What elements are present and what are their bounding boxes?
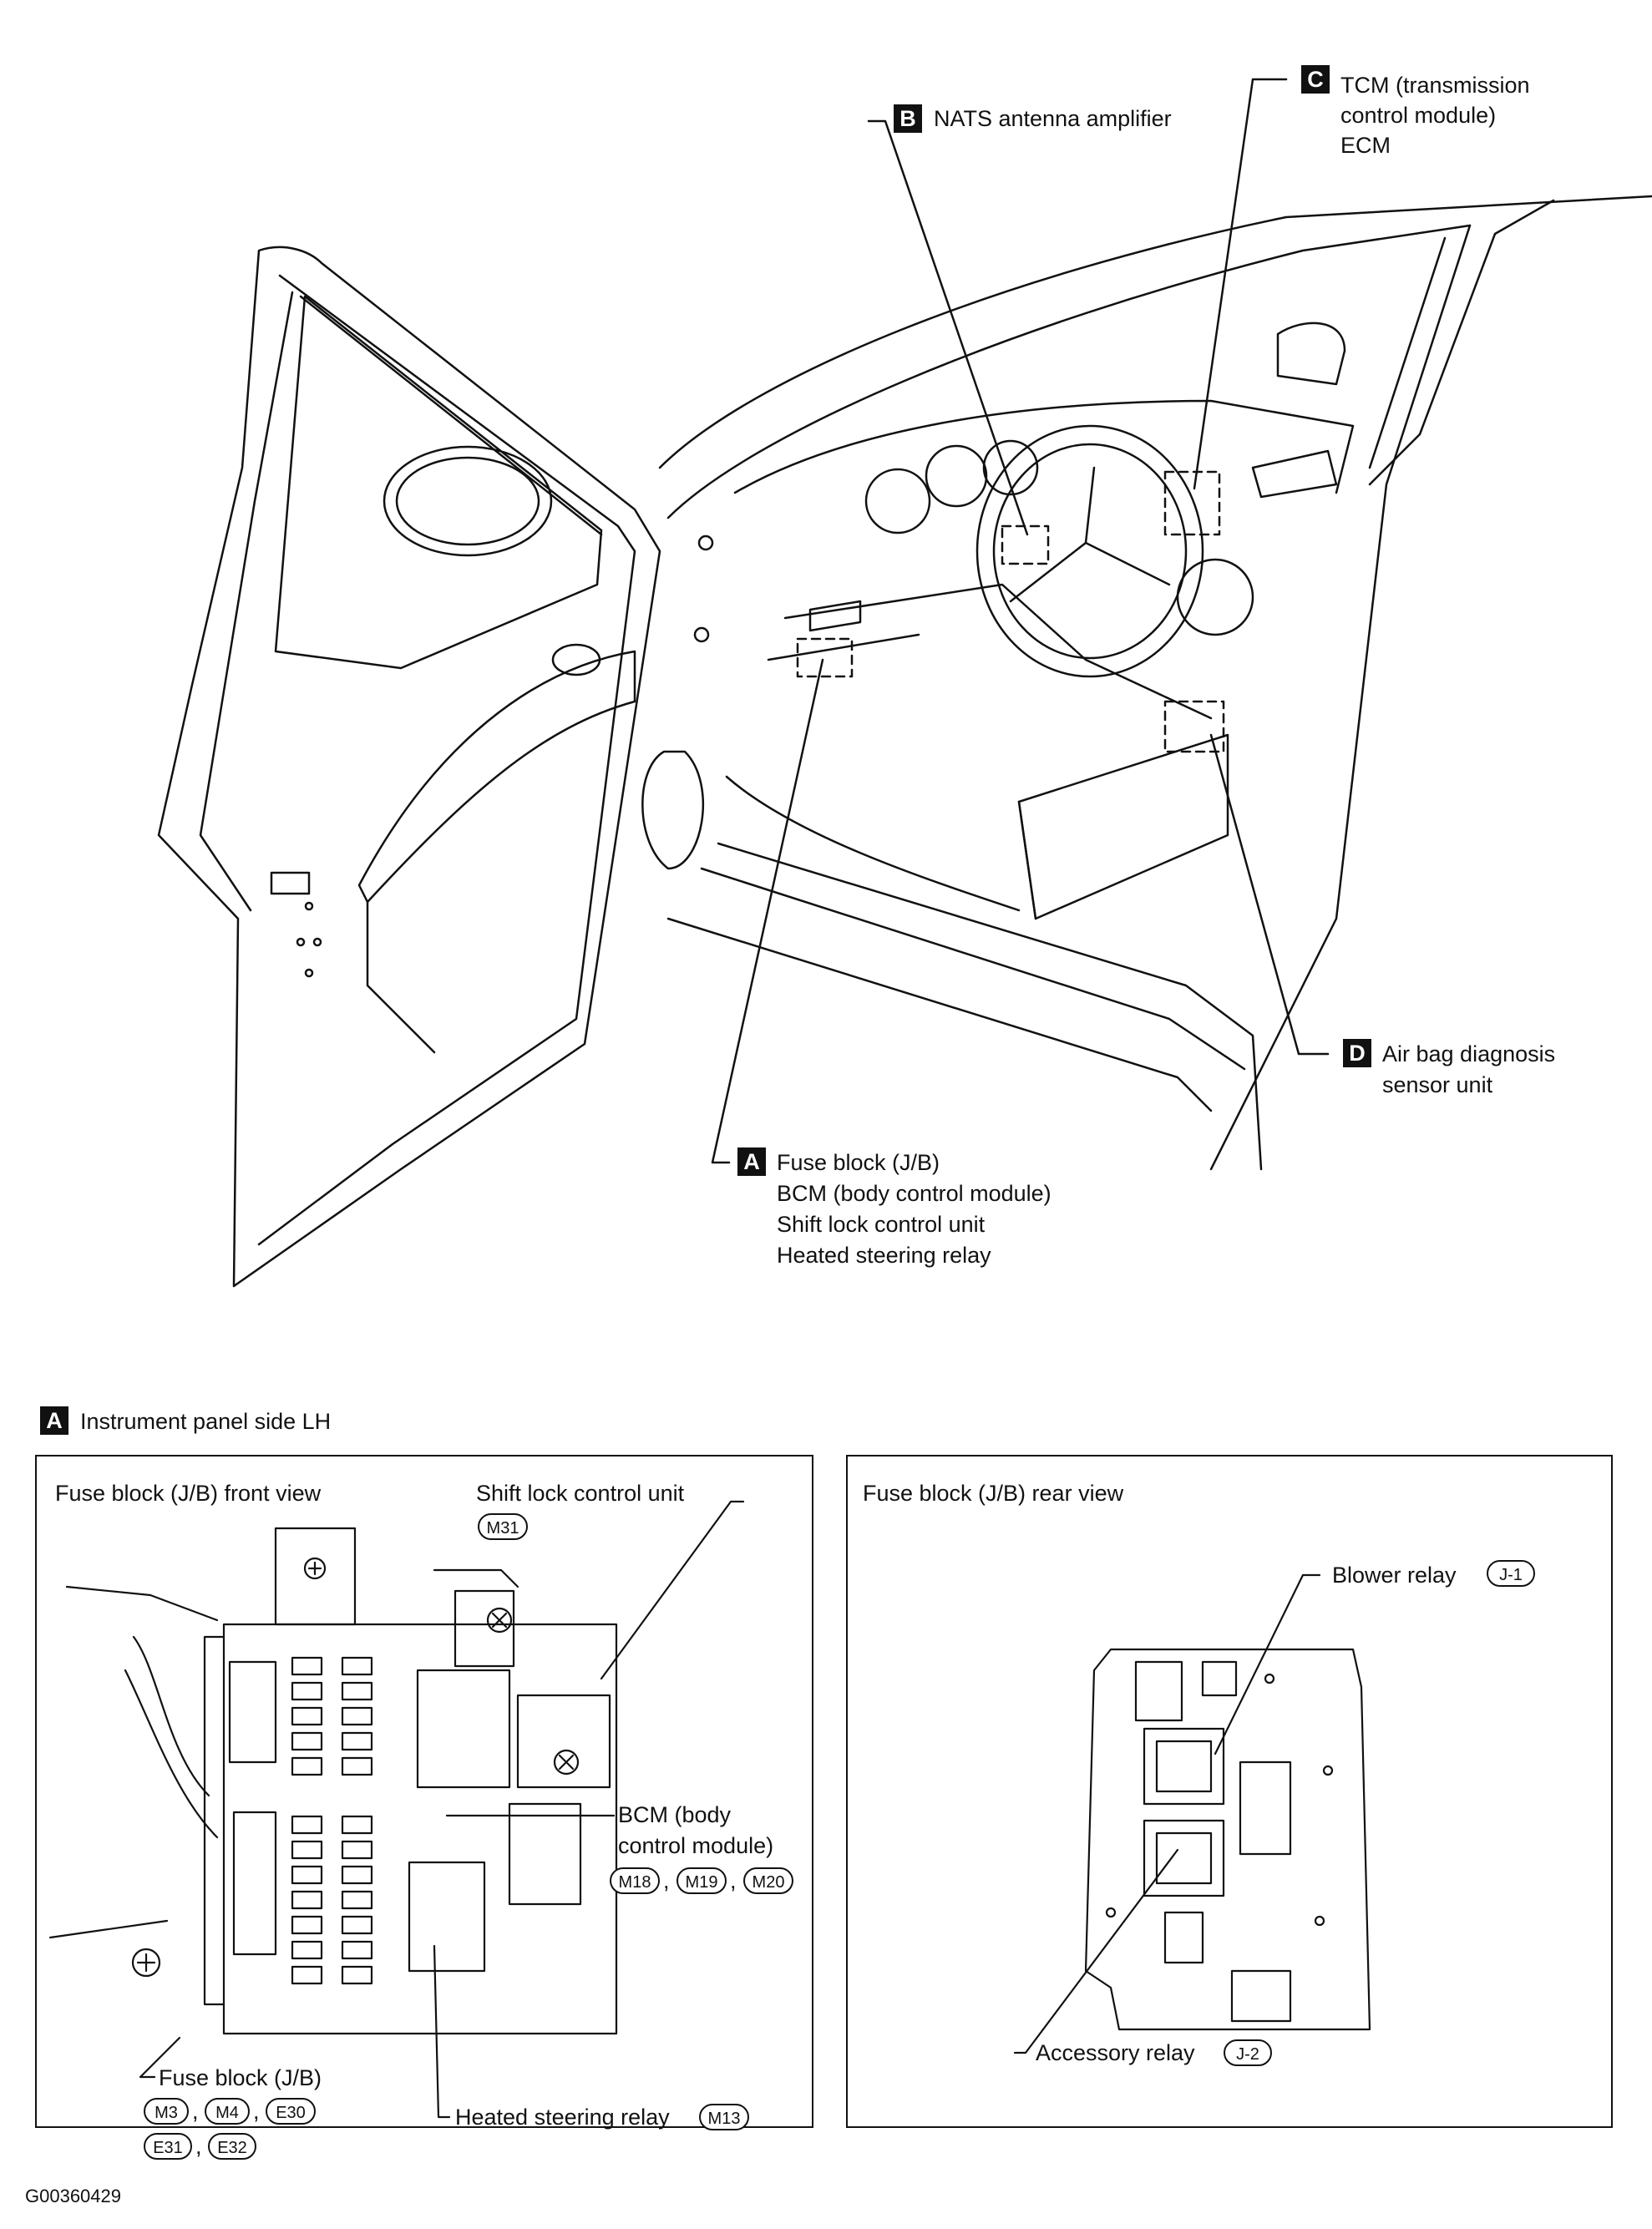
front-view-title: Fuse block (J/B) front view [55,1481,322,1506]
figure-id: G00360429 [25,2186,121,2206]
bcm-line2: control module) [618,1833,774,1858]
rear-view-panel [846,1455,1613,2128]
callout-a-badge: A [737,1147,766,1176]
connector-m13: M13 [699,2104,749,2130]
callout-c-badge: C [1301,65,1330,94]
callout-b-label: NATS antenna amplifier [934,106,1172,131]
heated-relay-label: Heated steering relay [455,2105,670,2130]
rear-view-title: Fuse block (J/B) rear view [863,1481,1124,1506]
comma: , [253,2099,260,2124]
connector-e32: E32 [208,2133,256,2160]
callout-d-line2: sensor unit [1382,1072,1493,1097]
callout-a-line1: Fuse block (J/B) [777,1150,940,1175]
shift-lock-label: Shift lock control unit [476,1481,685,1506]
accessory-relay-label: Accessory relay [1036,2040,1195,2065]
callout-c-line1: TCM (transmission [1340,73,1530,98]
connector-m19: M19 [677,1867,727,1894]
section-a-title: Instrument panel side LH [80,1409,332,1434]
connector-j2: J-2 [1224,2039,1272,2066]
connector-m31: M31 [478,1513,528,1540]
connector-m20: M20 [743,1867,793,1894]
front-view-panel [35,1455,813,2128]
bcm-line1: BCM (body [618,1802,732,1827]
comma: , [663,1868,670,1893]
connector-e30: E30 [266,2098,316,2125]
callout-d-line1: Air bag diagnosis [1382,1041,1556,1066]
comma: , [192,2099,199,2124]
callout-a-line4: Heated steering relay [777,1243,991,1268]
callout-a-line2: BCM (body control module) [777,1181,1052,1206]
callout-c-line2: control module) [1340,103,1497,128]
connector-m4: M4 [205,2098,250,2125]
comma: , [730,1868,737,1893]
comma: , [195,2134,202,2159]
section-a-badge: A [40,1406,68,1435]
callout-b-badge: B [894,104,922,133]
connector-m18: M18 [610,1867,660,1894]
connector-e31: E31 [144,2133,192,2160]
fuse-block-label: Fuse block (J/B) [159,2065,322,2090]
connector-j1: J-1 [1487,1560,1535,1587]
callout-a-line3: Shift lock control unit [777,1212,986,1237]
callout-c-line3: ECM [1340,133,1391,158]
blower-relay-label: Blower relay [1332,1563,1457,1588]
callout-d-badge: D [1343,1039,1371,1067]
connector-m3: M3 [144,2098,189,2125]
